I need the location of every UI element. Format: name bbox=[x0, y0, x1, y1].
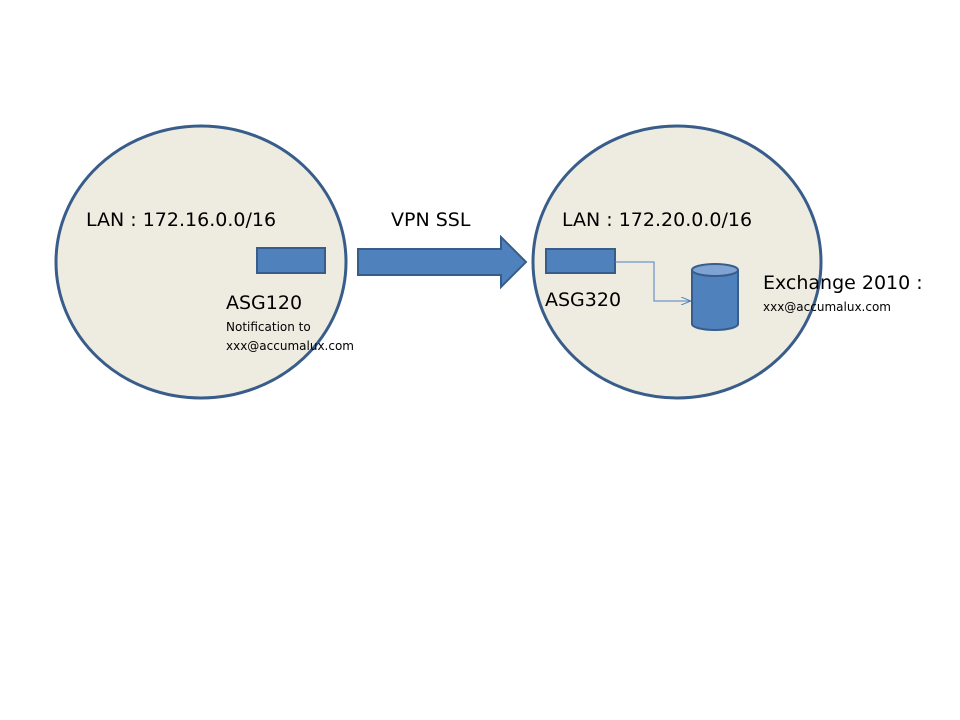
left-lan-zone bbox=[54, 124, 348, 400]
notification-email: xxx@accumalux.com bbox=[226, 339, 354, 353]
database-cylinder-body bbox=[691, 270, 739, 331]
asg320-device bbox=[545, 248, 616, 274]
vpn-link: VPN SSL bbox=[357, 209, 528, 290]
asg320-label: ASG320 bbox=[545, 289, 621, 311]
mail-connector bbox=[615, 261, 690, 301]
database-cylinder-top bbox=[691, 263, 739, 277]
right-lan-zone bbox=[531, 124, 823, 400]
right-site: LAN : 172.20.0.0/16 ASG320 Exchange 2010… bbox=[531, 124, 923, 400]
exchange-label: Exchange 2010 : bbox=[763, 272, 923, 294]
left-lan-label: LAN : 172.16.0.0/16 bbox=[86, 209, 276, 231]
right-lan-label: LAN : 172.20.0.0/16 bbox=[562, 209, 752, 231]
notification-label: Notification to bbox=[226, 320, 311, 334]
exchange-email: xxx@accumalux.com bbox=[763, 300, 891, 314]
left-site: LAN : 172.16.0.0/16 ASG120 Notification … bbox=[54, 124, 354, 400]
exchange-server-icon bbox=[691, 263, 739, 331]
vpn-label: VPN SSL bbox=[391, 209, 471, 231]
asg120-label: ASG120 bbox=[226, 292, 302, 314]
asg120-device bbox=[256, 247, 326, 274]
vpn-arrow bbox=[357, 234, 528, 290]
